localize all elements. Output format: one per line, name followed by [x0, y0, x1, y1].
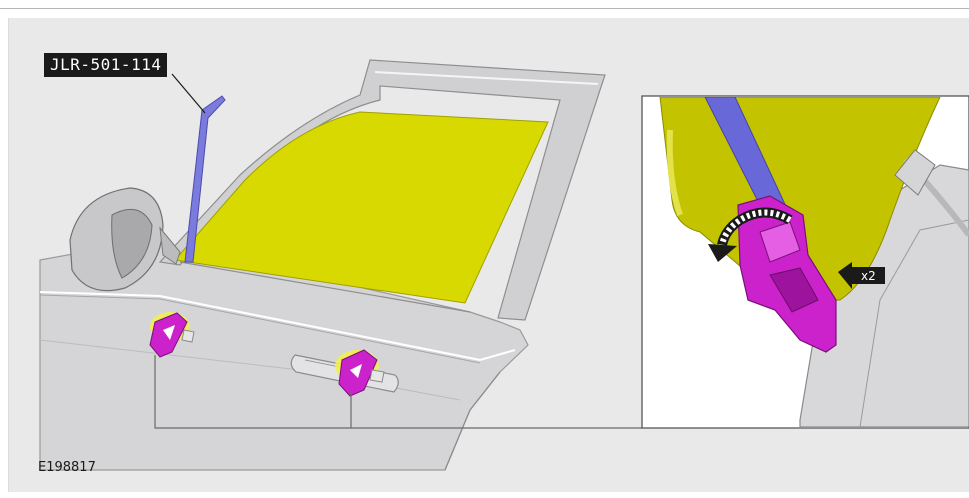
detail-inset: x2: [642, 96, 969, 428]
figure-id: E198817: [38, 460, 96, 475]
tool-number-label: JLR-501-114: [44, 53, 167, 77]
tool-label-leader: [172, 74, 205, 113]
quantity-callout: x2: [861, 269, 876, 283]
